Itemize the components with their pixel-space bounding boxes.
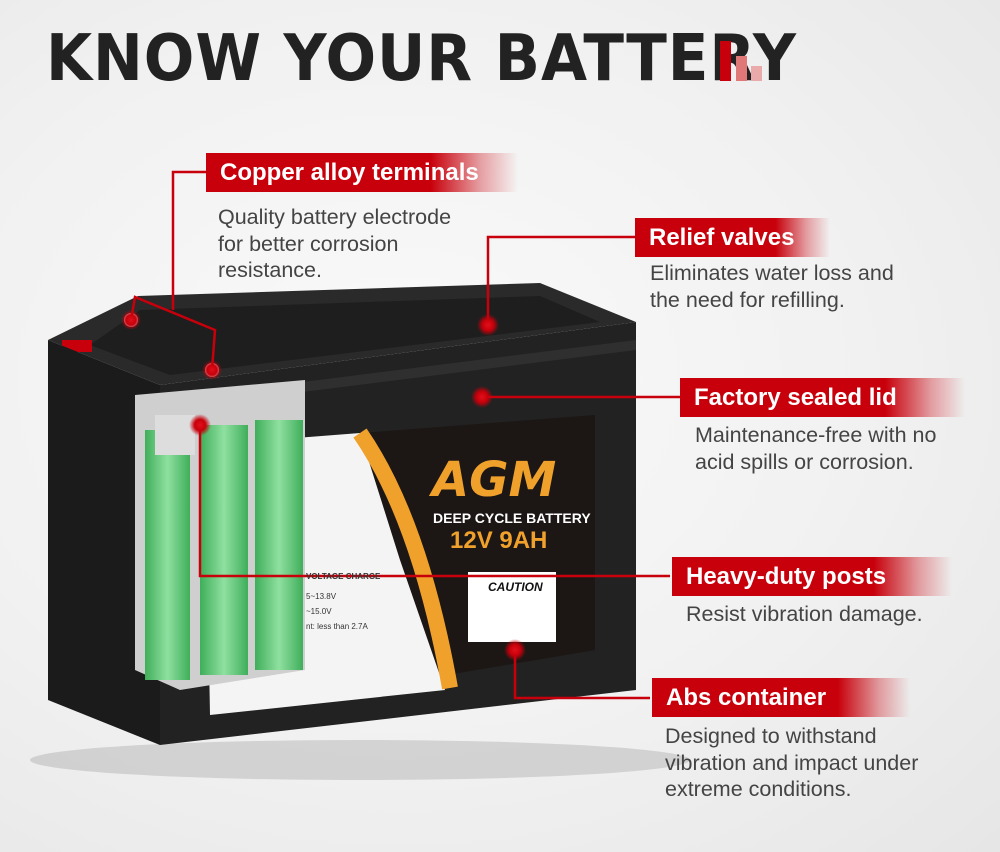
desc-line: extreme conditions. [665,777,852,801]
desc-line: resistance. [218,258,322,282]
label-agm: AGM [432,452,557,508]
desc-line: acid spills or corrosion. [695,449,914,474]
desc-line: vibration and impact under [665,750,919,775]
feature-desc-heavy-duty-posts: Resist vibration damage. [686,601,923,628]
desc-line: the need for refilling. [650,287,845,312]
label-charge-line: 5~13.8V [306,592,337,601]
label-charge-line: ~15.0V [306,607,332,616]
feature-desc-sealed-lid: Maintenance-free with no acid spills or … [695,422,936,475]
desc-line: Resist vibration damage. [686,602,923,626]
desc-line: Maintenance-free with no [695,423,937,447]
label-charge-line: nt: less than 2.7A [306,622,368,631]
page-title: KNOW YOUR BATTERY [46,22,797,96]
label-subtitle: DEEP CYCLE BATTERY [433,510,591,526]
label-caution: CAUTION [488,580,543,594]
label-rating: 12V 9AH [450,527,548,554]
feature-desc-copper-terminals: Quality battery electrode for better cor… [218,204,451,284]
feature-title-heavy-duty-posts: Heavy-duty posts [672,557,952,596]
feature-desc-relief-valves: Eliminates water loss and the need for r… [650,260,894,313]
desc-line: Eliminates water loss and [650,261,894,285]
feature-title-abs-container: Abs container [652,678,910,717]
label-charge-heading: VOLTAGE CHARGE [306,572,381,581]
feature-title-copper-terminals: Copper alloy terminals [206,153,518,192]
feature-desc-abs-container: Designed to withstand vibration and impa… [665,723,918,803]
feature-title-relief-valves: Relief valves [635,218,830,257]
desc-line: for better corrosion [218,231,399,256]
bar-graph-icon [720,41,770,81]
desc-line: Designed to withstand [665,724,877,748]
feature-title-sealed-lid: Factory sealed lid [680,378,965,417]
desc-line: Quality battery electrode [218,205,452,229]
